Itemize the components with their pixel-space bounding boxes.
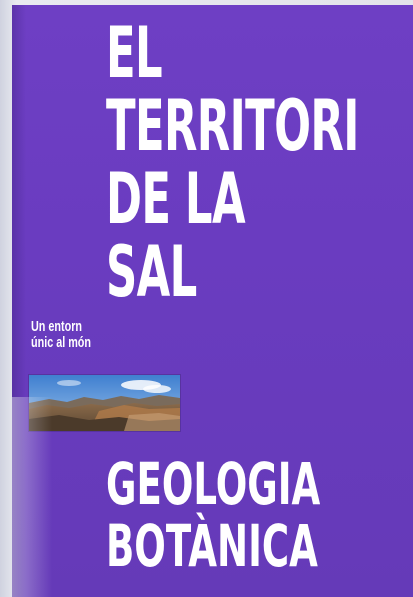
title-line-1: EL: [106, 12, 163, 94]
subject-botanica: BOTÀNICA: [106, 512, 318, 580]
cover-title: EL TERRITORI DE LA SAL: [106, 17, 359, 309]
cover-subjects: GEOLOGIA BOTÀNICA: [106, 453, 320, 577]
scan-edge-shadow: [12, 397, 52, 597]
title-line-4: SAL: [106, 231, 197, 313]
landscape-photo-image: [29, 375, 180, 431]
tagline-line-2: únic al món: [31, 334, 92, 351]
tagline-line-1: Un entorn: [31, 318, 82, 335]
cover-tagline: Un entorn únic al món: [31, 319, 91, 351]
subject-geologia: GEOLOGIA: [106, 450, 321, 518]
landscape-photo: [29, 375, 180, 431]
title-line-2: TERRITORI: [106, 85, 359, 167]
book-cover: EL TERRITORI DE LA SAL Un entorn únic al…: [12, 5, 413, 597]
title-line-3: DE LA: [106, 158, 246, 240]
